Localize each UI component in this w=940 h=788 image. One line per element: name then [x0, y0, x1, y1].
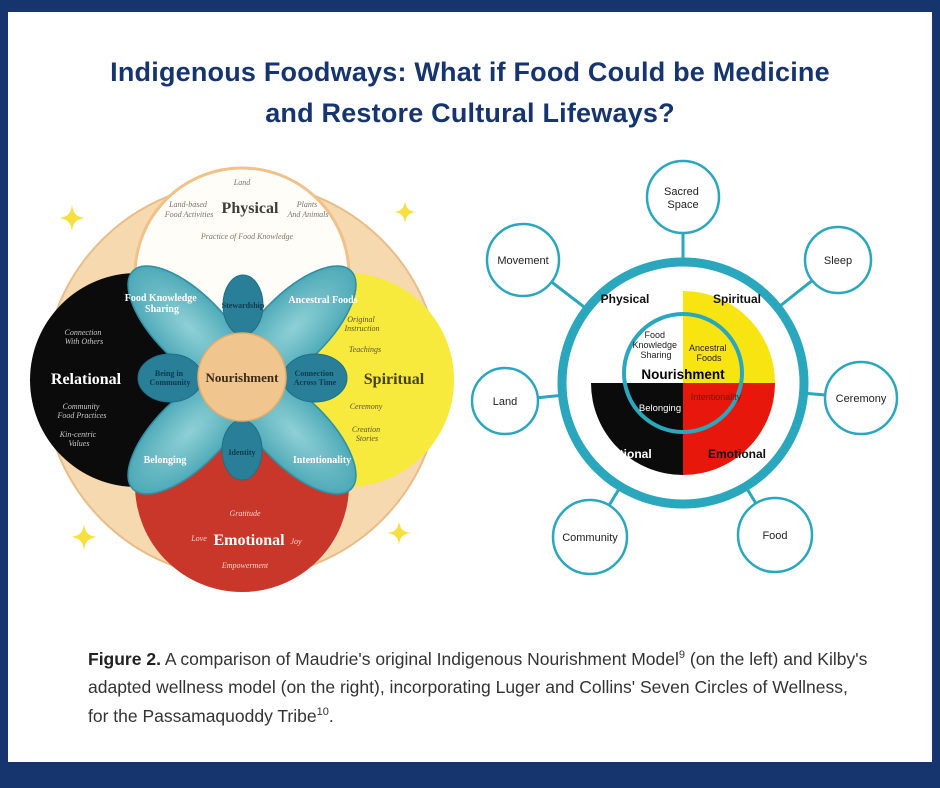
sparkle-icon	[393, 200, 417, 224]
figure-caption-superscript-9: 9	[678, 649, 685, 662]
figure-caption-superscript-10: 10	[316, 705, 329, 718]
wheel-label-physical: Physical	[601, 292, 650, 306]
venn-overlap-left-label: Being in Community	[150, 369, 191, 387]
satellite-ceremony-circle	[823, 360, 899, 436]
figure-row: Land Land-based Food Activities Physical…	[8, 155, 932, 605]
venn-emotional-item-2: Love	[190, 534, 207, 543]
venn-petal-top-left-label: Food Knowledge Sharing	[125, 293, 199, 315]
venn-overlap-bottom-label: Identity	[228, 448, 255, 457]
satellite-food-circle	[736, 496, 814, 574]
venn-relational-title: Relational	[51, 371, 122, 388]
wheel-quadrant-relational	[591, 383, 683, 475]
page-title: Indigenous Foodways: What if Food Could …	[28, 52, 912, 133]
figure-caption-text-2: (on the left) and Kilby's adapted wellne…	[88, 649, 868, 726]
venn-physical-right-label: Plants And Animals	[287, 200, 329, 219]
satellite-community-circle	[551, 498, 629, 576]
venn-physical-land-label: Land	[233, 178, 251, 187]
venn-relational-item-2: Community Food Practices	[56, 402, 106, 420]
wheel-inner-intentionality: Intentionality	[691, 392, 742, 402]
venn-center-circle	[197, 332, 287, 422]
wheel-label-emotional: Emotional	[708, 447, 766, 461]
venn-relational-item-3: Kin-centric Values	[59, 430, 98, 448]
satellite-sleep-circle	[803, 225, 873, 295]
venn-emotional-item-3: Joy	[290, 537, 302, 546]
sparkle-icon	[387, 521, 411, 545]
venn-physical-left-label: Land-based Food Activities	[164, 200, 214, 219]
venn-petal-bottom-left-label: Belonging	[144, 455, 187, 466]
venn-center-label: Nourishment	[206, 370, 280, 385]
venn-physical-title: Physical	[222, 200, 279, 217]
figure-caption-text-3: .	[328, 705, 334, 726]
wheel-label-relational: Relational	[594, 447, 651, 461]
wheel-label-spiritual: Spiritual	[713, 292, 761, 306]
satellite-movement-label: Movement	[497, 255, 548, 267]
page-title-line2: and Restore Cultural Lifeways?	[265, 97, 675, 128]
satellite-community-label: Community	[562, 532, 618, 544]
venn-overlap-right-label: Connection Across Time	[294, 369, 337, 387]
venn-emotional-item-1: Gratitude	[229, 509, 261, 518]
wheel-center-label: Nourishment	[641, 367, 725, 382]
wheel-inner-ancestral-foods: Ancestral Foods	[689, 343, 729, 363]
figure-caption: Figure 2. A comparison of Maudrie's orig…	[88, 645, 868, 730]
satellite-ceremony-label: Ceremony	[836, 393, 887, 405]
page-title-line1: Indigenous Foodways: What if Food Could …	[110, 57, 830, 87]
satellite-land-circle	[470, 366, 540, 436]
satellite-sacred-space-label: Sacred Space	[664, 186, 702, 211]
wheel-inner-circle	[622, 312, 744, 434]
venn-physical-bottom-label: Practice of Food Knowledge	[200, 232, 294, 241]
venn-spiritual-item-2: Teachings	[349, 345, 381, 354]
sparkle-icon	[71, 524, 97, 550]
figure-caption-label: Figure 2.	[88, 649, 161, 669]
venn-spiritual-item-3: Ceremony	[350, 402, 383, 411]
venn-spiritual-title: Spiritual	[364, 371, 425, 388]
wheel-quadrant-emotional	[683, 383, 775, 475]
satellite-sacred-space-circle	[645, 159, 721, 235]
satellite-food-label: Food	[762, 530, 787, 542]
satellite-movement-circle	[485, 222, 561, 298]
venn-petal-bottom-right-label: Intentionality	[293, 455, 351, 466]
venn-relational-item-1: Connection With Others	[65, 328, 104, 346]
satellite-sleep-label: Sleep	[824, 255, 852, 267]
figure-caption-text-1: A comparison of Maudrie's original Indig…	[160, 649, 679, 669]
wheel-inner-food-knowledge-sharing: Food Knowledge Sharing	[632, 330, 679, 360]
venn-spiritual-item-4: Creation Stories	[352, 425, 382, 443]
venn-emotional-title: Emotional	[213, 532, 285, 549]
seven-circles-wheel-diagram: Physical Spiritual Relational Emotional …	[470, 159, 899, 576]
wheel-inner-belonging: Belonging	[639, 403, 681, 414]
venn-petal-top-right-label: Ancestral Foods	[288, 295, 357, 306]
venn-overlap-top-label: Stewardship	[222, 301, 265, 310]
nourishment-venn-diagram: Land Land-based Food Activities Physical…	[30, 166, 454, 592]
venn-spiritual-item-1: Original Instruction	[343, 315, 379, 333]
sparkle-icon	[59, 205, 85, 231]
satellite-land-label: Land	[493, 396, 517, 408]
venn-emotional-item-4: Empowerment	[221, 561, 269, 570]
